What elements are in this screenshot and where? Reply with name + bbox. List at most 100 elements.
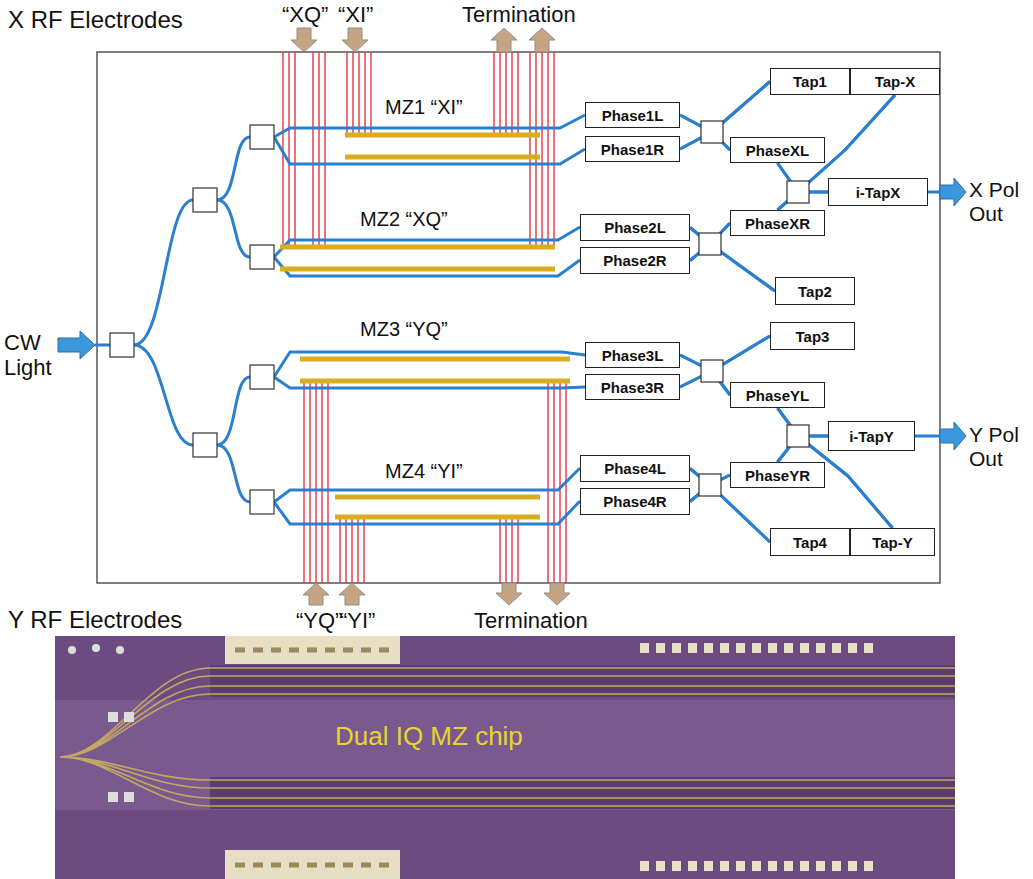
up-arrow (529, 28, 555, 52)
combiner (701, 121, 723, 143)
component-box: PhaseXR (730, 210, 825, 236)
output-arrow (940, 178, 966, 206)
box-text: Phase4L (604, 460, 666, 477)
component-box: PhaseXL (730, 137, 825, 163)
rf-arrows (291, 28, 570, 605)
box-text: Phase1L (602, 107, 664, 124)
down-arrow (291, 28, 317, 52)
component-box: Phase1L (585, 102, 680, 128)
box-text: Tap4 (793, 534, 827, 551)
box-text: Tap-Y (872, 534, 913, 551)
annotation-label: Dual IQ MZ chip (335, 722, 523, 752)
annotation-label: CW Light (4, 330, 60, 381)
output-waveguide (915, 192, 942, 436)
mz1-electrode-bars (345, 135, 540, 157)
xq-electrode-lines (283, 52, 325, 245)
rf-electrodes (283, 52, 566, 583)
down-arrow (496, 583, 522, 605)
waveguide-band (210, 665, 955, 697)
component-box: Tap-Y (850, 528, 935, 556)
combiner (701, 360, 723, 382)
component-box: Phase3L (585, 342, 680, 368)
component-box: Phase4R (580, 488, 690, 515)
up-arrow (491, 28, 517, 52)
box-text: Phase3R (601, 379, 664, 396)
waveguide-connector (690, 228, 775, 292)
box-text: Phase4R (603, 493, 666, 510)
component-box: Tap4 (770, 528, 850, 556)
down-arrow (342, 28, 368, 52)
pad-dot (92, 644, 100, 652)
component-box: Phase3R (585, 374, 680, 400)
chip-outline (97, 52, 940, 583)
component-box: Phase4L (580, 455, 690, 482)
waveguide-connector (680, 115, 730, 150)
up-arrow (303, 583, 329, 605)
mz-electrodes (280, 135, 570, 517)
component-box: i-TapY (828, 421, 915, 451)
pad-square (108, 712, 118, 722)
component-box: Tap3 (770, 322, 855, 350)
yq-electrode-lines (304, 383, 328, 583)
box-text: PhaseYR (745, 467, 810, 484)
splitter (250, 490, 274, 514)
pad-square (124, 712, 134, 722)
annotation-label: MZ2 “XQ” (360, 208, 448, 231)
component-box: PhaseYR (730, 462, 825, 488)
annotation-label: “YQ” (296, 608, 342, 633)
termination-lines (530, 52, 554, 245)
pad-row (235, 863, 395, 868)
splitter (110, 333, 134, 357)
electrode-pads (225, 850, 400, 879)
pad-dot (116, 646, 124, 654)
component-box: Phase1R (585, 136, 680, 162)
box-text: i-TapX (856, 184, 901, 201)
splitter (193, 433, 217, 457)
box-text: Tap3 (796, 328, 830, 345)
up-arrow (339, 583, 365, 605)
box-text: i-TapY (849, 428, 894, 445)
mz4-electrode-bars (335, 497, 540, 517)
pad-square (108, 792, 118, 802)
annotation-label: MZ1 “XI” (385, 96, 463, 119)
splitter (250, 245, 274, 269)
input-arrow (58, 331, 95, 359)
splitter-tree (95, 137, 250, 502)
box-text: Phase3L (602, 347, 664, 364)
pad-row (235, 648, 395, 653)
combiner (699, 233, 721, 255)
output-arrow (940, 422, 966, 450)
box-text: PhaseXL (746, 142, 809, 159)
xi-electrode-lines (347, 52, 371, 133)
mz3-electrode-bars (300, 359, 570, 381)
component-box: Phase2R (580, 247, 690, 274)
component-box: Tap-X (850, 68, 940, 95)
pad-square (124, 792, 134, 802)
box-text: Phase2R (603, 252, 666, 269)
down-arrow (544, 583, 570, 605)
box-text: Tap-X (875, 73, 916, 90)
annotation-label: X Pol Out (969, 178, 1027, 226)
termination-lines (500, 519, 518, 583)
annotation-label: “XQ” (282, 2, 328, 27)
box-text: Phase2L (604, 219, 666, 236)
combiner (699, 474, 721, 496)
pad-dot (68, 646, 76, 654)
box-text: Phase1R (601, 141, 664, 158)
chip-photo (55, 636, 955, 879)
waveguide-band (210, 777, 955, 809)
waveguide-connector (680, 336, 770, 371)
component-box: i-TapX (828, 178, 928, 206)
annotation-label: Y Pol Out (969, 423, 1027, 471)
box-text: PhaseXR (745, 215, 810, 232)
splitter (250, 125, 274, 149)
pad-row (640, 643, 880, 653)
mz-arms (274, 115, 585, 524)
waveguide-connector (680, 355, 730, 395)
box-text: Tap1 (793, 73, 827, 90)
yi-electrode-lines (340, 519, 364, 583)
mz2-electrode-bars (280, 247, 555, 269)
component-box: Phase2L (580, 214, 690, 241)
box-text: Tap2 (798, 283, 832, 300)
